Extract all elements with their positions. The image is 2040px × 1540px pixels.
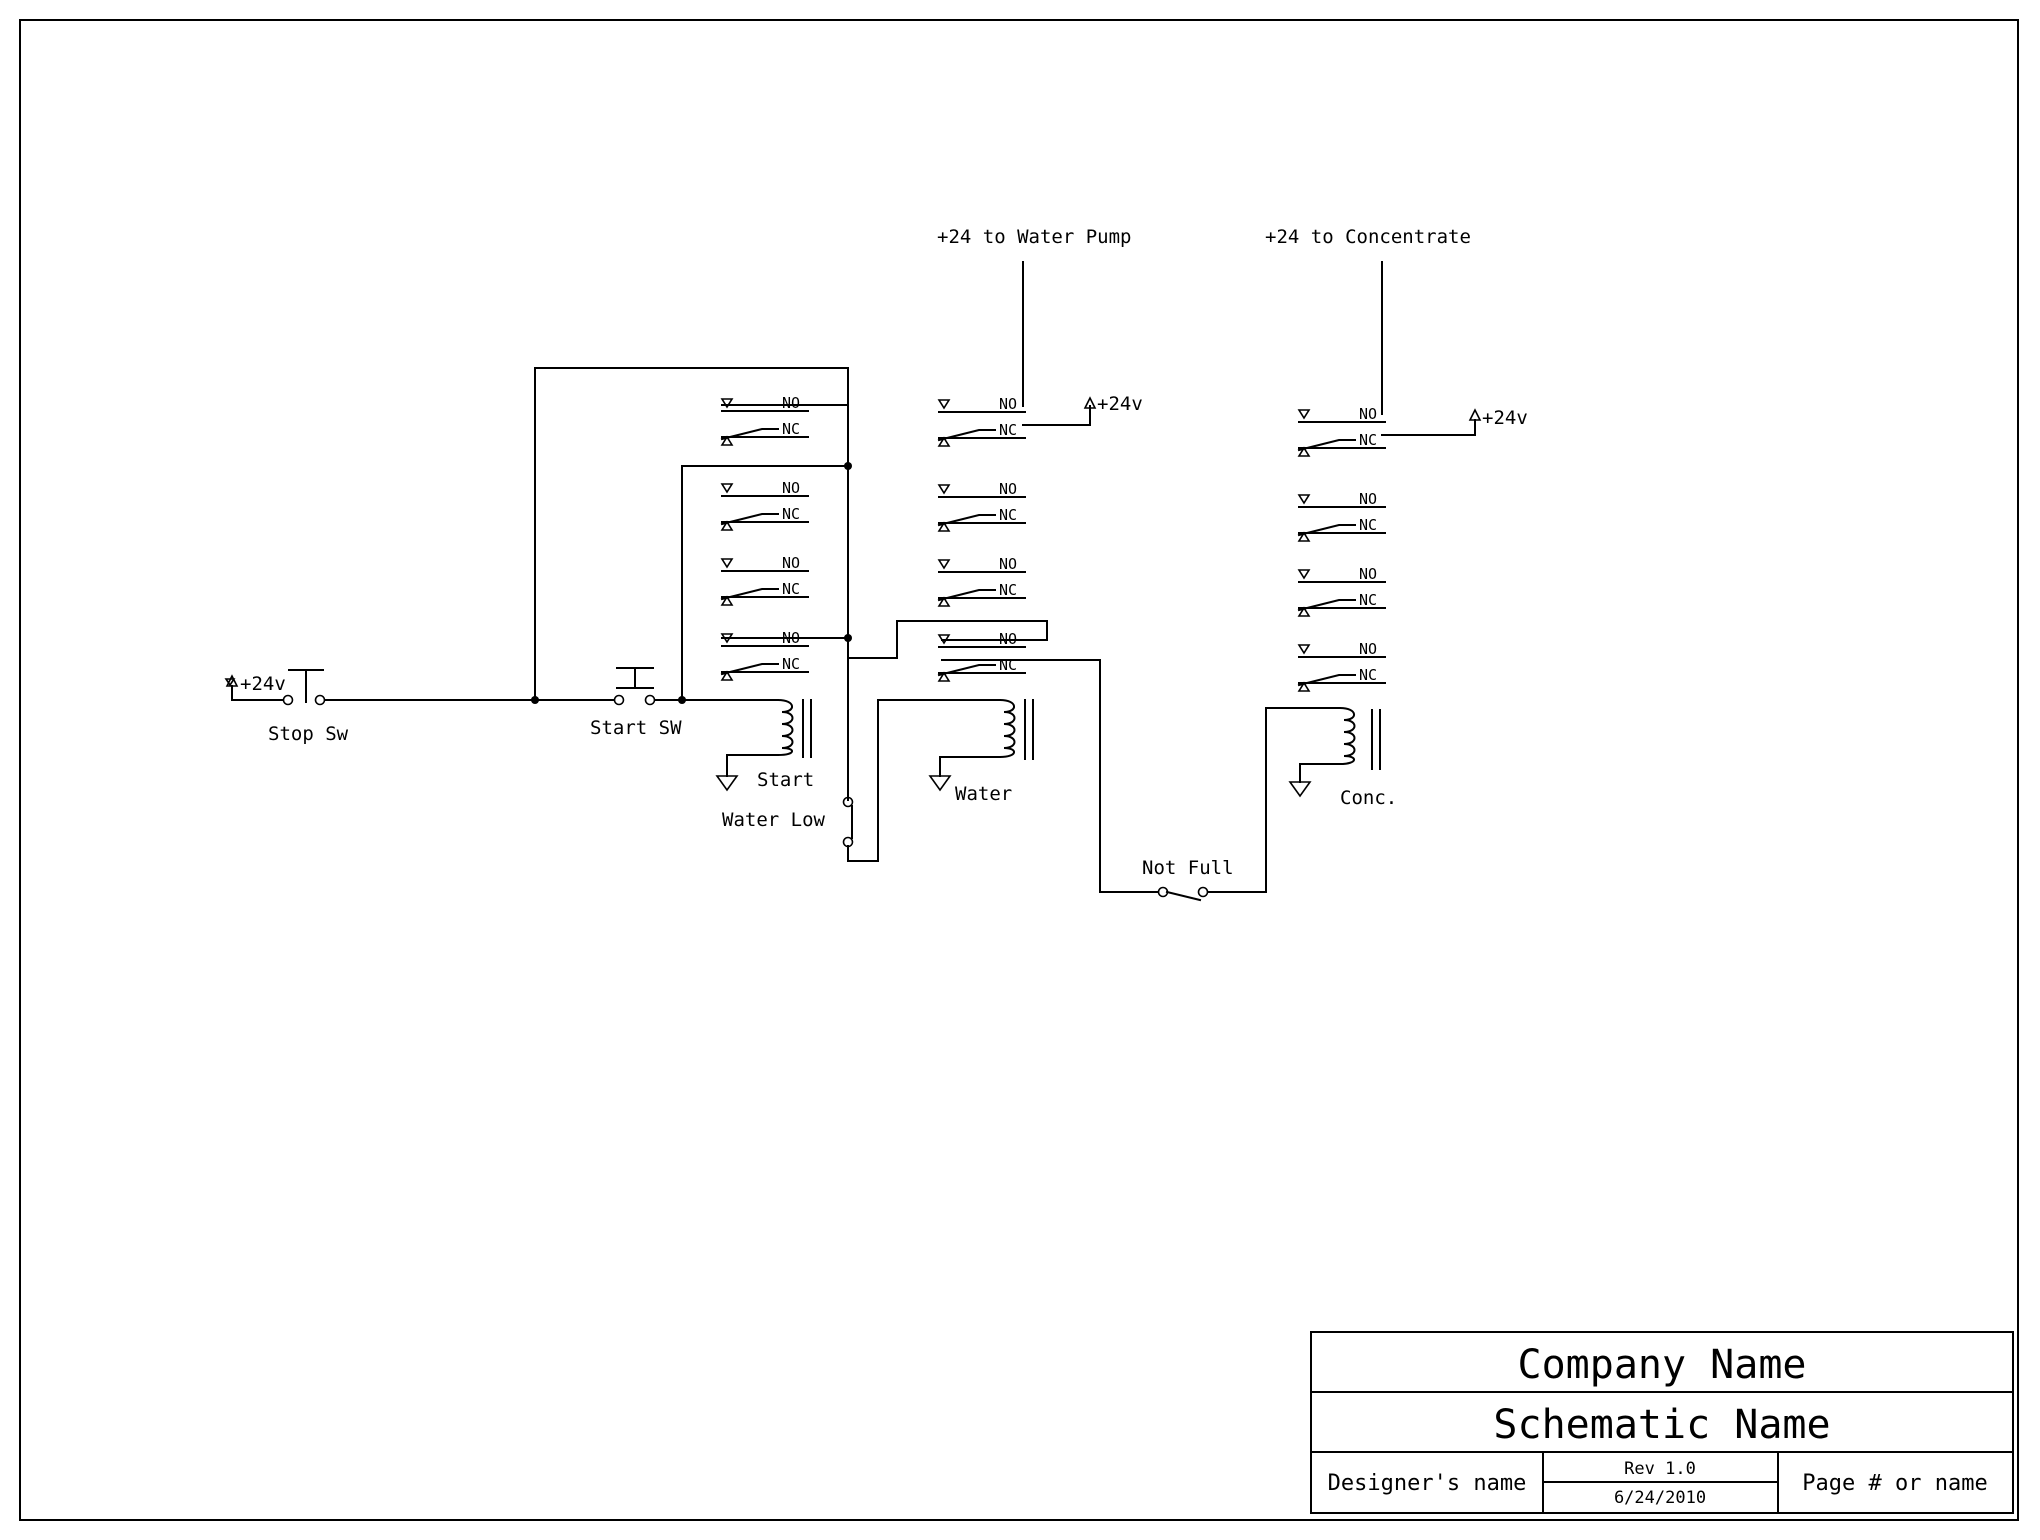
nc-label: NC <box>1359 666 1377 684</box>
water-pump-supply: +24 to Water Pump +24v <box>937 226 1143 426</box>
no-label: NO <box>782 629 800 647</box>
relay-contact-pair: NO NC <box>720 554 809 606</box>
no-terminal-icon <box>1297 644 1311 655</box>
relay-contact-pair: NO NC <box>937 555 1026 607</box>
concentrate-supply: +24 to Concentrate +24v <box>1265 226 1528 436</box>
stop-switch: +24v Stop Sw <box>224 669 536 745</box>
relay-contact-pair: NO NC <box>720 479 809 531</box>
nc-terminal-icon <box>720 670 734 681</box>
relay-contact-pair: NO NC <box>1297 405 1386 457</box>
nc-label: NC <box>782 580 800 598</box>
conc-relay-contacts: NO NC NO NC NO NC NO NC <box>1297 405 1386 692</box>
water-coil-label: Water <box>955 783 1012 805</box>
no-label: NO <box>999 555 1017 573</box>
designer-name: Designer's name <box>1328 1471 1527 1496</box>
nc-terminal-icon <box>937 671 951 682</box>
revision: Rev 1.0 <box>1624 1459 1696 1479</box>
no-label: NO <box>782 479 800 497</box>
no-terminal-icon <box>720 633 734 644</box>
start-coil: Start <box>681 698 814 792</box>
nc-label: NC <box>999 656 1017 674</box>
water-supply-label: +24v <box>1097 393 1143 415</box>
company-name: Company Name <box>1518 1342 1807 1388</box>
no-label: NO <box>999 480 1017 498</box>
no-label: NO <box>1359 405 1377 423</box>
conc-coil-label: Conc. <box>1340 787 1397 809</box>
no-terminal-icon <box>720 398 734 409</box>
stop-switch-label: Stop Sw <box>268 723 349 745</box>
stop-supply-label: +24v <box>240 673 286 695</box>
water-coil: Water <box>928 698 1034 805</box>
nc-terminal-icon <box>1297 606 1311 617</box>
nc-terminal-icon <box>720 435 734 446</box>
no-terminal-icon <box>937 484 951 495</box>
nc-terminal-icon <box>937 521 951 532</box>
no-terminal-icon <box>937 559 951 570</box>
no-label: NO <box>1359 640 1377 658</box>
no-terminal-icon <box>1297 569 1311 580</box>
date: 6/24/2010 <box>1614 1488 1706 1508</box>
nc-terminal-icon <box>1297 531 1311 542</box>
relay-contact-pair: NO NC <box>937 480 1026 532</box>
no-label: NO <box>1359 490 1377 508</box>
no-label: NO <box>1359 565 1377 583</box>
no-terminal-icon <box>720 483 734 494</box>
water-low-label: Water Low <box>722 809 826 831</box>
start-switch-label: Start SW <box>590 717 682 739</box>
start-switch: Start SW <box>534 667 683 739</box>
nc-terminal-icon <box>720 595 734 606</box>
nc-label: NC <box>1359 516 1377 534</box>
no-terminal-icon <box>1297 494 1311 505</box>
relay-contact-pair: NO NC <box>1297 565 1386 617</box>
no-label: NO <box>782 554 800 572</box>
nc-label: NC <box>999 421 1017 439</box>
nc-label: NC <box>1359 431 1377 449</box>
conc-coil: Conc. <box>1288 706 1397 809</box>
concentrate-label: +24 to Concentrate <box>1265 226 1471 248</box>
nc-label: NC <box>782 655 800 673</box>
nc-label: NC <box>999 581 1017 599</box>
schematic-name: Schematic Name <box>1493 1402 1830 1448</box>
nc-label: NC <box>782 420 800 438</box>
relay-contact-pair: NO NC <box>1297 640 1386 692</box>
water-low-switch: Water Low <box>722 699 1001 862</box>
nc-label: NC <box>782 505 800 523</box>
start-relay-contacts: NO NC NO NC NO NC NO NC <box>720 394 809 681</box>
nc-terminal-icon <box>937 596 951 607</box>
nc-terminal-icon <box>937 436 951 447</box>
not-full-label: Not Full <box>1142 857 1234 879</box>
no-terminal-icon <box>720 558 734 569</box>
relay-contact-pair: NO NC <box>937 395 1026 447</box>
relay-contact-pair: NO NC <box>1297 490 1386 542</box>
no-label: NO <box>782 394 800 412</box>
start-coil-label: Start <box>757 769 814 791</box>
title-block: Company Name Schematic Name Designer's n… <box>1310 1331 2014 1514</box>
nc-terminal-icon <box>1297 681 1311 692</box>
conc-supply-label: +24v <box>1482 407 1528 429</box>
nc-terminal-icon <box>1297 446 1311 457</box>
no-terminal-icon <box>937 399 951 410</box>
no-label: NO <box>999 395 1017 413</box>
relay-contact-pair: NO NC <box>720 394 809 446</box>
no-terminal-icon <box>1297 409 1311 420</box>
nc-label: NC <box>999 506 1017 524</box>
nc-label: NC <box>1359 591 1377 609</box>
not-full-switch: Not Full <box>1142 707 1341 902</box>
page-name: Page # or name <box>1802 1471 1987 1496</box>
relay-contact-pair: NO NC <box>720 629 809 681</box>
water-pump-label: +24 to Water Pump <box>937 226 1131 248</box>
nc-terminal-icon <box>720 520 734 531</box>
sheet-border <box>19 19 2019 1521</box>
